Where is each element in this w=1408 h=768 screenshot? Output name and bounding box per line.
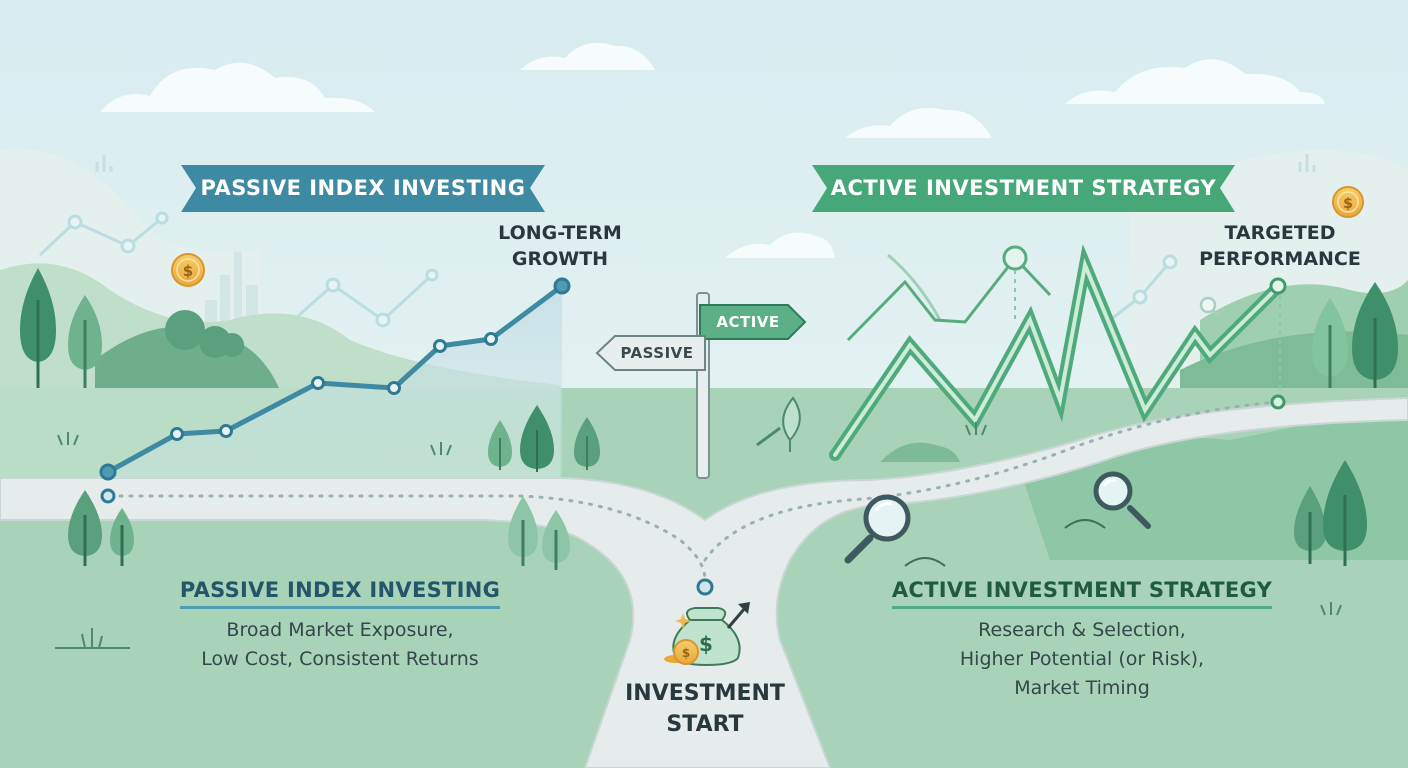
passive-growth-point	[484, 332, 498, 346]
cloud-icon	[520, 42, 655, 70]
bar-chart-icon	[95, 154, 1316, 172]
signpost	[595, 292, 807, 479]
magnifier-icon	[1093, 471, 1151, 529]
passive-growth-point	[99, 463, 117, 481]
passive-growth-point	[553, 277, 571, 295]
passive-growth-line	[106, 283, 564, 475]
passive-growth-point	[219, 424, 233, 438]
passive-growth-point	[170, 427, 184, 441]
active-section: ACTIVE INVESTMENT STRATEGY Research & Se…	[882, 578, 1282, 703]
tree-icon	[542, 510, 570, 570]
dark-hill-right	[1180, 331, 1408, 400]
cloud-icon	[100, 62, 375, 112]
tree-icon	[68, 295, 102, 392]
tree-icon	[574, 417, 600, 470]
label-line: INVESTMENT	[625, 681, 785, 706]
active-banner-label: ACTIVE INVESTMENT STRATEGY	[830, 176, 1217, 200]
trail-start-marker	[696, 578, 714, 596]
svg-text:$: $	[699, 632, 713, 656]
tree-icon	[520, 405, 554, 472]
label-line: PERFORMANCE	[1199, 248, 1361, 270]
trail-start-marker	[100, 488, 116, 504]
cloud-icon	[725, 232, 835, 258]
svg-text:$: $	[682, 646, 690, 660]
active-end-marker	[1269, 277, 1287, 295]
magnifier-icon	[844, 494, 911, 564]
ground-mound	[1064, 519, 1106, 529]
targeted-performance-label: TARGETED PERFORMANCE	[1180, 220, 1380, 272]
passive-growth-point	[387, 381, 401, 395]
background-faint-chart-points	[67, 211, 1178, 328]
dollar-coin-icon: $	[664, 639, 699, 665]
long-term-growth-label: LONG-TERM GROWTH	[480, 220, 640, 272]
active-background-line	[887, 253, 942, 321]
bush-icon	[165, 310, 244, 358]
passive-section-title: PASSIVE INDEX INVESTING	[179, 578, 501, 609]
signpost-active-label: ACTIVE	[716, 313, 780, 331]
ground-mound	[904, 557, 946, 567]
tree-icon	[110, 508, 134, 566]
svg-text:$: $	[1343, 196, 1353, 212]
description-line: Broad Market Exposure,	[226, 619, 454, 641]
passive-growth-point	[311, 376, 325, 390]
active-zigzag-highlight	[833, 257, 1280, 457]
active-peak-marker	[1002, 245, 1028, 271]
description-line: Higher Potential (or Risk),	[959, 648, 1205, 670]
grass-tuft	[57, 422, 1342, 649]
tree-icon	[1312, 298, 1348, 395]
trend-arrow-icon	[726, 602, 750, 629]
bush-icon	[880, 442, 960, 462]
passive-banner	[181, 165, 545, 212]
tree-icon	[508, 496, 538, 566]
investment-start-label: INVESTMENT START	[605, 678, 805, 740]
label-line: LONG-TERM	[498, 222, 622, 244]
description-line: Market Timing	[1014, 677, 1150, 699]
active-banner	[812, 165, 1235, 212]
tree-icon	[68, 490, 102, 566]
dollar-coin-icon: $	[1332, 186, 1364, 218]
cloud-icon	[845, 108, 992, 138]
label-line: GROWTH	[511, 248, 609, 270]
tree-icon	[20, 268, 56, 388]
passive-section: PASSIVE INDEX INVESTING Broad Market Exp…	[140, 578, 540, 674]
magnifier-icon	[1199, 296, 1221, 318]
tree-icon	[1294, 486, 1326, 564]
passive-growth-point	[433, 339, 447, 353]
tree-icon	[1323, 460, 1367, 566]
passive-growth-area	[108, 286, 562, 478]
label-line: START	[666, 712, 744, 737]
dotted-trail	[108, 400, 1280, 582]
description-line: Research & Selection,	[978, 619, 1186, 641]
passive-growth-points	[99, 277, 571, 481]
passive-banner-label: PASSIVE INDEX INVESTING	[200, 176, 526, 200]
description-line: Low Cost, Consistent Returns	[201, 648, 479, 670]
tree-icon	[488, 420, 512, 470]
svg-text:$: $	[183, 262, 193, 280]
leaf-icon	[756, 396, 801, 452]
passive-section-description: Broad Market Exposure, Low Cost, Consist…	[140, 616, 540, 674]
trail-end-marker	[1270, 394, 1286, 410]
sparkle-icon	[675, 613, 691, 629]
signpost-passive-label: PASSIVE	[620, 344, 694, 362]
tree-icon	[1352, 282, 1398, 398]
dollar-coin-icon: $	[171, 253, 205, 287]
active-section-description: Research & Selection, Higher Potential (…	[882, 616, 1282, 703]
active-section-title: ACTIVE INVESTMENT STRATEGY	[891, 578, 1273, 609]
label-line: TARGETED	[1224, 222, 1336, 244]
cloud-icon	[1065, 59, 1325, 104]
